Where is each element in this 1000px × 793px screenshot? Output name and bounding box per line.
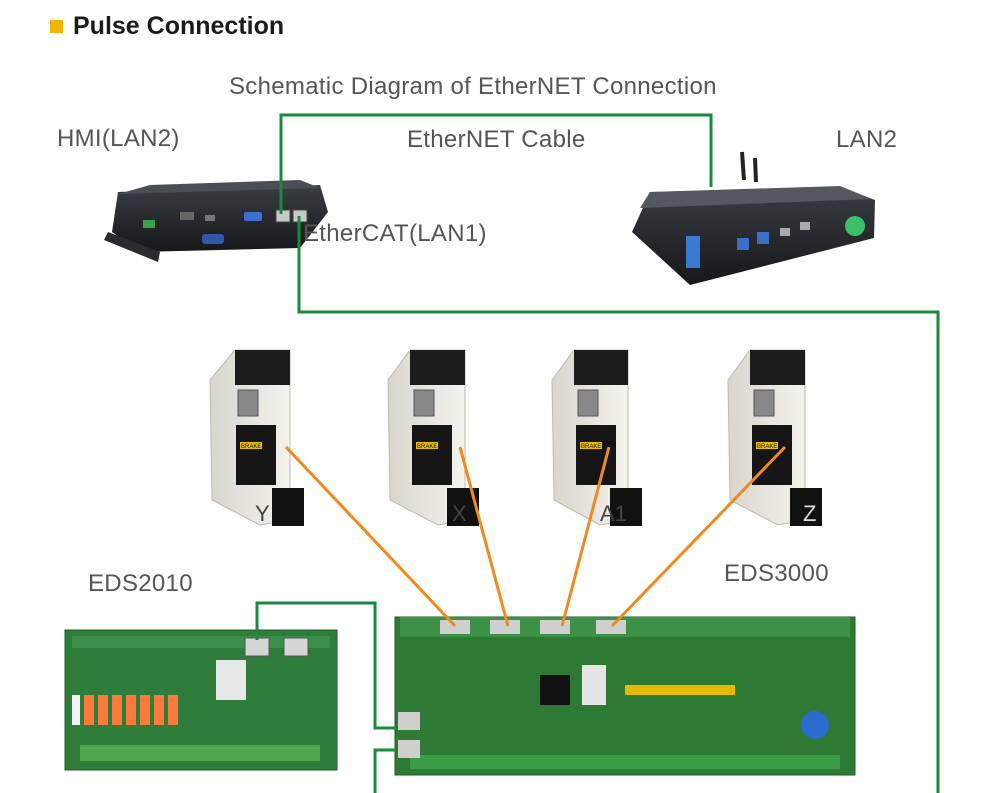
ethernet-cable-line <box>279 113 713 214</box>
servo-drive-3 <box>551 349 642 526</box>
eds3000-label: EDS3000 <box>724 560 829 587</box>
drive-badge-3: BRAKE <box>581 444 601 450</box>
lan2-label: LAN2 <box>836 126 898 153</box>
axis-label-x: X <box>452 501 467 526</box>
pulse-line-z <box>610 445 787 628</box>
drive-badge-4: BRAKE <box>757 444 777 450</box>
ethernet-lines <box>255 113 940 793</box>
pulse-lines <box>284 445 787 628</box>
servo-drive-2 <box>387 349 479 526</box>
pulse-line-a1 <box>560 446 611 627</box>
hmi-device <box>104 180 328 262</box>
axis-label-z: Z <box>803 501 816 526</box>
section-title: Pulse Connection <box>73 12 285 40</box>
servo-drive-1 <box>209 349 304 526</box>
axis-label-y: Y <box>255 501 270 526</box>
hmi-label: HMI(LAN2) <box>57 125 180 152</box>
eds2010-board <box>64 629 338 771</box>
axis-label-a1: A1 <box>600 501 627 526</box>
ethernet-cable-label: EtherNET Cable <box>407 126 586 153</box>
section-header: Pulse Connection <box>50 12 284 41</box>
drive-badge-1: BRAKE <box>241 444 261 450</box>
eds3000-bottom-link <box>373 748 396 793</box>
eds2010-label: EDS2010 <box>88 570 193 597</box>
section-bullet-icon <box>50 20 63 33</box>
ethercat-label: EtherCAT(LAN1) <box>303 220 487 247</box>
lan2-device <box>632 151 875 285</box>
diagram-title: Schematic Diagram of EtherNET Connection <box>229 73 717 100</box>
pulse-line-x <box>458 446 510 627</box>
eds2010-link-line <box>255 601 396 730</box>
ethercat-line <box>297 216 940 793</box>
servo-drive-4 <box>727 349 822 526</box>
eds3000-board <box>394 616 856 776</box>
drive-badge-2: BRAKE <box>417 444 437 450</box>
pulse-line-y <box>284 445 457 628</box>
